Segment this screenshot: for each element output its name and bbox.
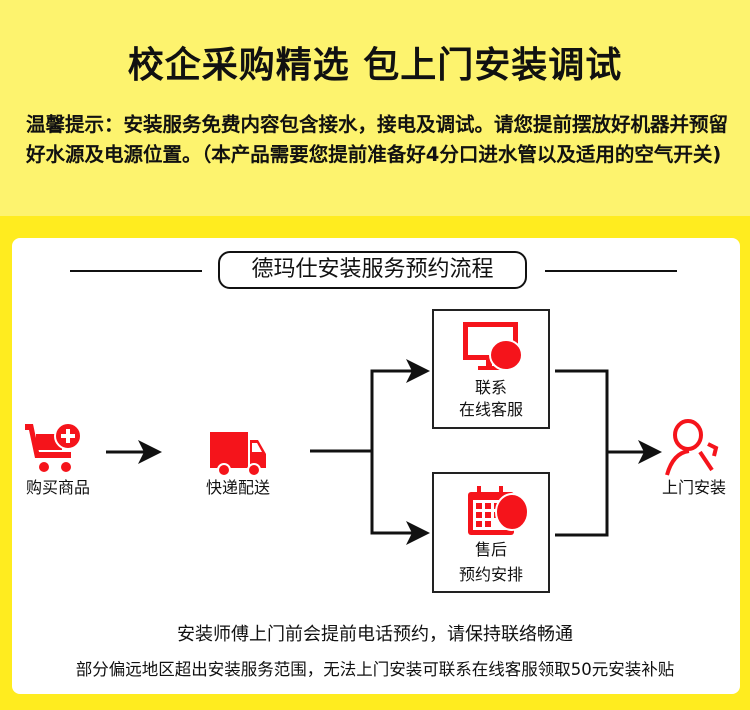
step-label-install: 上门安装 [661, 478, 726, 497]
truck-icon [210, 432, 266, 477]
divider-left [70, 270, 202, 272]
step-label-schedule-1: 售后 [474, 540, 507, 559]
installer-wrench-icon [665, 419, 719, 476]
page-title: 校企采购精选 包上门安装调试 [127, 45, 623, 86]
tips-text: 温馨提示：安装服务免费内容包含接水，接电及调试。请您提前摆放好机器并预留好水源及… [26, 113, 729, 166]
arrow-down-branch [370, 451, 430, 545]
process-card [12, 238, 740, 694]
cart-plus-icon [25, 422, 82, 472]
process-heading: 德玛仕安装服务预约流程 [218, 251, 527, 289]
divider-right [545, 270, 677, 272]
calendar-icon [468, 486, 529, 535]
step-label-purchase: 购买商品 [25, 478, 90, 497]
step-label-delivery: 快递配送 [205, 478, 270, 497]
arrow-up-branch [370, 359, 430, 451]
monitor-chat-icon [463, 322, 523, 371]
note-phone: 安装师傅上门前会提前电话预约，请保持联络畅通 [177, 624, 573, 645]
header-section [0, 0, 750, 216]
note-remote: 部分偏远地区超出安装服务范围，无法上门安装可联系在线客服领取50元安装补贴 [75, 660, 675, 679]
step-label-contact-2: 在线客服 [458, 400, 523, 419]
merge-line [555, 369, 609, 537]
step-label-contact-1: 联系 [474, 378, 507, 397]
step-label-schedule-2: 预约安排 [458, 565, 523, 584]
